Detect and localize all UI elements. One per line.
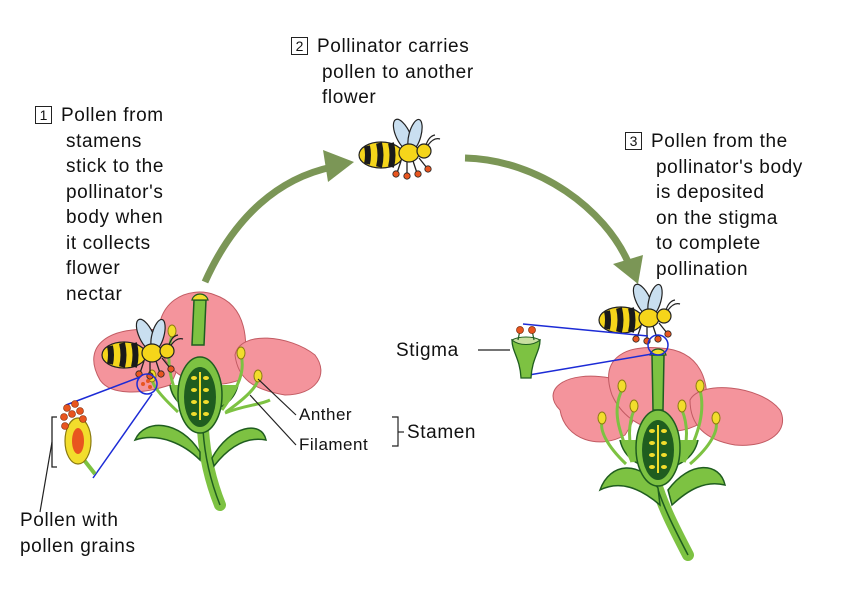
step-3-line: Pollen from the bbox=[651, 131, 788, 152]
step-3-caption: 3 Pollen from the pollinator's body is de… bbox=[625, 129, 803, 282]
stamen-label: Stamen bbox=[407, 422, 477, 443]
stamen-leaders bbox=[249, 378, 404, 447]
step-3-line: pollination bbox=[656, 258, 749, 280]
step-1-line: body when bbox=[66, 207, 164, 228]
stigma-label: Stigma bbox=[396, 340, 459, 361]
flower-right bbox=[552, 347, 784, 561]
step-2-line: pollen to another bbox=[322, 61, 474, 83]
pollen-caption-line: Pollen with bbox=[20, 510, 119, 531]
flower-left bbox=[93, 291, 322, 511]
step-1-number: 1 bbox=[35, 106, 52, 124]
step-1-line: stamens bbox=[66, 130, 143, 152]
step-2-caption: 2 Pollinator carries pollen to another fl… bbox=[291, 34, 474, 111]
step-2-line: flower bbox=[322, 87, 377, 108]
step-3-line: pollinator's body bbox=[656, 156, 803, 178]
pollen-grains-caption: Pollen with pollen grains bbox=[20, 508, 136, 559]
step-1-line: it collects bbox=[66, 232, 151, 254]
stigma-zoom-callout bbox=[478, 323, 669, 379]
pollen-caption-line: pollen grains bbox=[20, 535, 136, 557]
arc-arrow-to-pollinator bbox=[201, 150, 354, 284]
step-1-line: flower bbox=[66, 258, 121, 279]
filament-label: Filament bbox=[299, 435, 369, 454]
pollen-zoom-callout bbox=[39, 373, 158, 513]
step-1-line: Pollen from bbox=[61, 105, 164, 126]
step-1-caption: 1 Pollen from stamens stick to the pollin… bbox=[35, 103, 164, 307]
step-1-line: nectar bbox=[66, 283, 123, 305]
step-2-number: 2 bbox=[291, 37, 308, 55]
step-1-line: stick to the bbox=[66, 156, 165, 177]
step-3-line: to complete bbox=[656, 233, 761, 254]
step-1-line: pollinator's bbox=[66, 181, 164, 203]
anther-label: Anther bbox=[299, 405, 353, 424]
step-3-line: is deposited bbox=[656, 182, 765, 203]
arc-arrow-to-second-flower bbox=[464, 154, 643, 284]
bee-flying bbox=[359, 117, 440, 180]
step-3-line: on the stigma bbox=[656, 207, 778, 229]
step-3-number: 3 bbox=[625, 132, 642, 150]
step-2-line: Pollinator carries bbox=[317, 36, 470, 57]
